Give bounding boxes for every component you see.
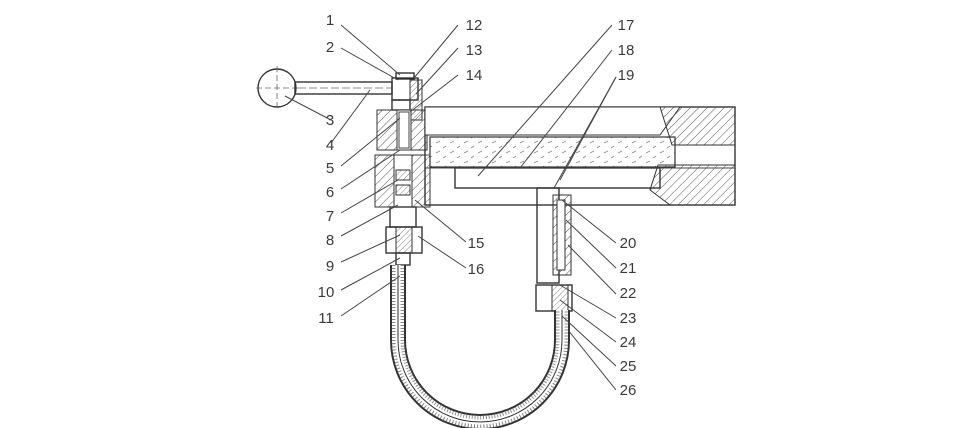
callout-17: 17 (618, 17, 635, 34)
callout-15: 15 (468, 235, 485, 252)
callout-14: 14 (466, 67, 483, 84)
callout-19: 19 (618, 67, 635, 84)
main-housing (424, 106, 736, 206)
callout-5: 5 (326, 160, 334, 177)
callout-6: 6 (326, 184, 334, 201)
callout-8: 8 (326, 232, 334, 249)
callout-21: 21 (620, 260, 637, 277)
lever-handle (256, 66, 393, 110)
right-leader-lines (409, 24, 617, 391)
callout-18: 18 (618, 42, 635, 59)
callout-23: 23 (620, 310, 637, 327)
callout-25: 25 (620, 358, 637, 375)
left-leader-lines (284, 24, 401, 317)
callout-10: 10 (318, 284, 335, 301)
right-connector (536, 187, 572, 284)
left-callout-labels: 1 2 3 4 5 6 7 8 9 10 11 (318, 12, 335, 327)
callout-22: 22 (620, 285, 637, 302)
valve-body (374, 154, 431, 228)
right-callout-labels: 12 13 14 15 16 17 18 19 20 21 22 23 24 2… (466, 17, 637, 399)
callout-16: 16 (468, 261, 485, 278)
callout-26: 26 (620, 382, 637, 399)
callout-7: 7 (326, 208, 334, 225)
u-hose (390, 265, 570, 428)
callout-11: 11 (318, 310, 334, 327)
left-fitting-nut (385, 226, 423, 266)
callout-12: 12 (466, 17, 483, 34)
callout-2: 2 (326, 39, 334, 56)
callout-9: 9 (326, 258, 334, 275)
callout-13: 13 (466, 42, 483, 59)
callout-24: 24 (620, 334, 637, 351)
callout-1: 1 (326, 12, 334, 29)
callout-4: 4 (326, 137, 334, 154)
callout-3: 3 (326, 112, 334, 129)
callout-20: 20 (620, 235, 637, 252)
